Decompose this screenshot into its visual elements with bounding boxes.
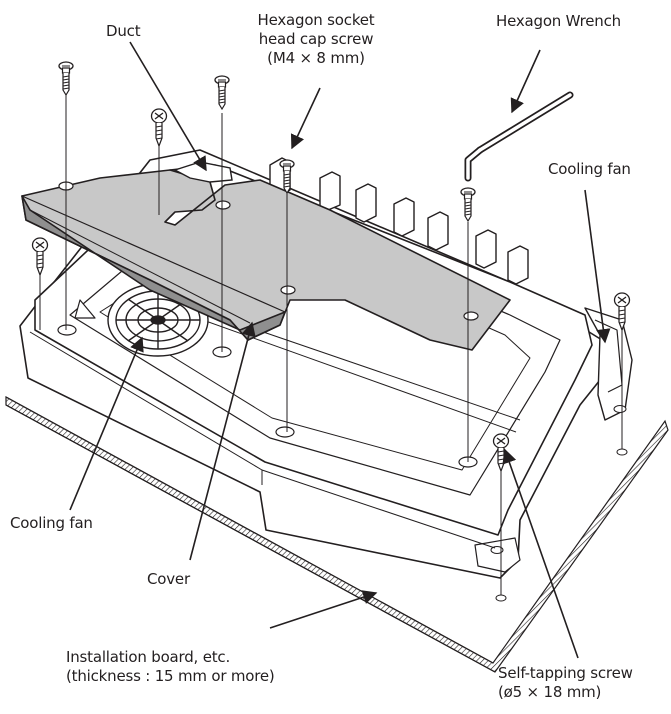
installation-board-label: Installation board, etc. (thickness : 15… <box>66 648 275 686</box>
tapping-screw-leader <box>502 448 579 659</box>
hex-screw-label-line2: head cap screw <box>258 30 374 48</box>
cooling-fan-left-leader <box>69 336 144 511</box>
hexagon-wrench <box>464 91 574 182</box>
cooling-fan-right-leader <box>584 189 611 344</box>
cooling-fan-right-label-text: Cooling fan <box>548 160 631 178</box>
hex-wrench-label-text: Hexagon Wrench <box>496 12 621 30</box>
hex-screw-1 <box>58 61 74 96</box>
wrench-leader <box>510 49 541 114</box>
duct-label: Duct <box>106 22 141 41</box>
tapping-screw-2 <box>31 237 49 276</box>
hex-wrench-label: Hexagon Wrench <box>496 12 621 31</box>
tapping-screw-1 <box>150 108 168 147</box>
board-leader <box>269 590 378 629</box>
duct-leader <box>129 41 207 172</box>
installation-board <box>5 395 669 673</box>
cover-leader <box>189 321 256 561</box>
cooling-fan-left-label: Cooling fan <box>10 514 93 533</box>
hex-screw-4 <box>460 187 476 222</box>
tapping-screw-label: Self-tapping screw (ø5 × 18 mm) <box>498 664 633 702</box>
cover-label: Cover <box>147 570 190 589</box>
hex-screw-label-line3: (M4 × 8 mm) <box>267 49 365 67</box>
hex-screw-2 <box>214 75 230 110</box>
cooling-fan-right-label: Cooling fan <box>548 160 631 179</box>
hex-screw-label: Hexagon socket head cap screw (M4 × 8 mm… <box>250 11 382 68</box>
installation-board-label-line2: (thickness : 15 mm or more) <box>66 667 275 685</box>
screw-guide-lines <box>39 95 623 596</box>
hex-screw-leader <box>290 87 321 150</box>
cover-label-text: Cover <box>147 570 190 588</box>
duct-label-text: Duct <box>106 22 141 40</box>
tapping-screw-label-line2: (ø5 × 18 mm) <box>498 683 602 701</box>
cooling-fan-left-label-text: Cooling fan <box>10 514 93 532</box>
tapping-screw-label-line1: Self-tapping screw <box>498 664 633 682</box>
installation-board-label-line1: Installation board, etc. <box>66 648 231 666</box>
board-hole <box>495 594 507 602</box>
hex-screw-label-line1: Hexagon socket <box>257 11 375 29</box>
leader-lines <box>69 41 611 659</box>
board-hole <box>616 448 628 456</box>
